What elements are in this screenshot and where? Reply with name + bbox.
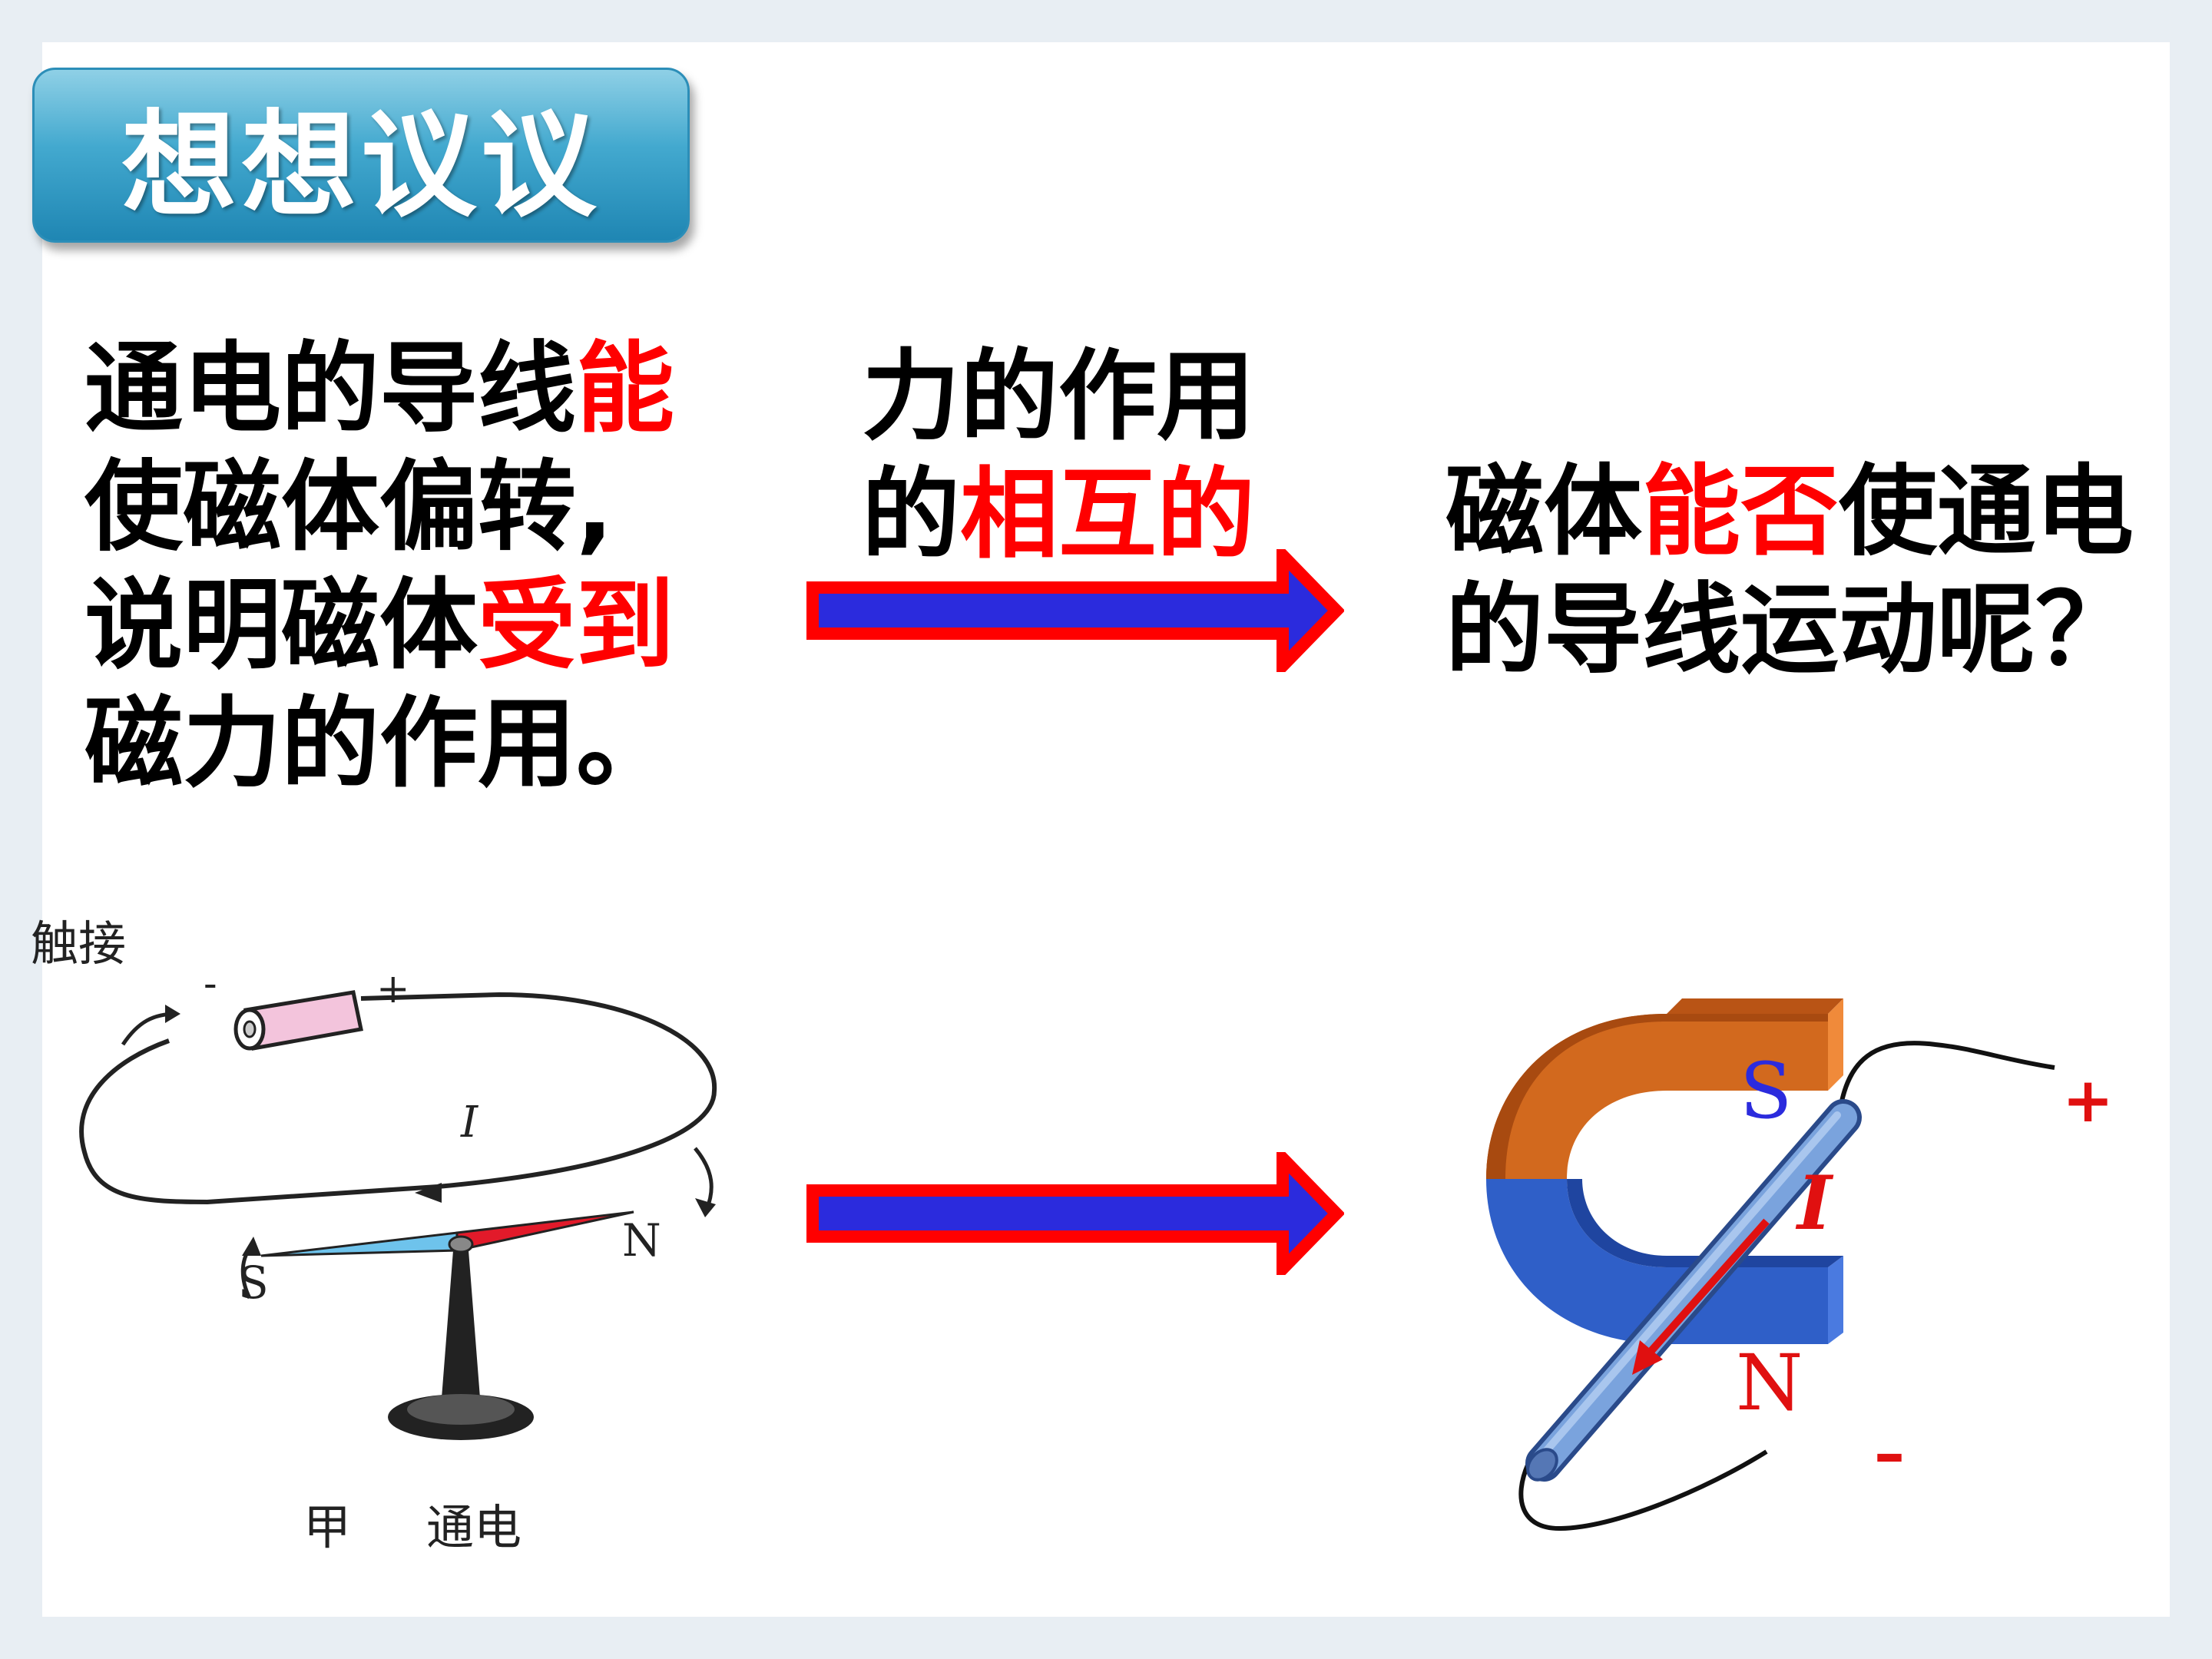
current-arrow-icon [1641, 1218, 1770, 1363]
right-line-1: 磁体能否使通电 [1445, 453, 2134, 571]
needle-s-label: S [238, 1257, 269, 1309]
conductor-rod-icon [1525, 1099, 1862, 1482]
right-line-1-text-c: 使通电 [1839, 455, 2134, 569]
compass-needle-icon [260, 1210, 634, 1257]
magnet-n-label: N [1736, 1338, 1803, 1428]
battery-minus-label: - [204, 961, 217, 1007]
left-text-block: 通电的导线能 使磁体偏转, 说明磁体受到 磁力的作用。 [84, 330, 674, 803]
left-line-3: 说明磁体受到 [84, 567, 674, 685]
middle-text-block: 力的作用 的相互的 [862, 338, 1255, 575]
lower-arrow-icon [806, 1152, 1344, 1275]
caption-label-b: 通电 [426, 1499, 522, 1555]
middle-line-2-text: 的 [862, 458, 961, 572]
middle-line-2-emphasis: 相互的 [960, 458, 1256, 572]
left-line-2: 使磁体偏转, [84, 450, 614, 565]
left-line-3-text: 说明磁体 [84, 568, 478, 683]
terminal-minus-label: – [1874, 1418, 1905, 1489]
touch-label: 触接 [31, 916, 126, 972]
battery-plus-label: + [376, 966, 410, 1012]
upper-arrow-icon [806, 549, 1344, 672]
left-line-1-text: 通电的导线 [84, 332, 577, 446]
compass-experiment-figure: 触接 - + I S N 甲 通电 [31, 916, 717, 1555]
terminal-plus-label: + [2062, 1065, 2114, 1136]
slide-background [42, 42, 2170, 1617]
left-line-3-emphasis: 受到 [478, 568, 675, 683]
left-line-4: 磁力的作用。 [84, 687, 675, 801]
current-label: I [460, 1098, 479, 1147]
right-line-1-text-a: 磁体 [1445, 455, 1643, 569]
middle-line-1: 力的作用 [862, 339, 1256, 454]
right-text-block: 磁体能否使通电 的导线运动呢？ [1445, 453, 2134, 690]
horseshoe-magnet-figure: S N I + – [1486, 998, 2114, 1532]
rod-current-label: I [1795, 1160, 1834, 1247]
left-line-1: 通电的导线能 [84, 330, 674, 449]
wire-lead-bottom [1518, 1449, 1768, 1532]
magnet-s-label: S [1740, 1046, 1793, 1136]
magnet-s-half [1486, 998, 1843, 1179]
wire-loop [79, 992, 717, 1205]
slide-title: 想想议议 [121, 98, 601, 233]
compass-stand-icon [388, 1235, 534, 1440]
title-box: 想想议议 [32, 68, 690, 243]
middle-line-2: 的相互的 [862, 456, 1255, 575]
right-line-1-emphasis: 能否 [1642, 455, 1839, 569]
caption-label-a: 甲 [303, 1499, 351, 1555]
left-line-1-emphasis: 能 [576, 332, 675, 446]
magnet-n-half [1486, 1179, 1843, 1344]
battery-icon [233, 990, 363, 1051]
needle-n-label: N [622, 1214, 661, 1267]
right-line-2: 的导线运动呢？ [1445, 573, 2134, 687]
wire-lead-top [1837, 1041, 2055, 1114]
